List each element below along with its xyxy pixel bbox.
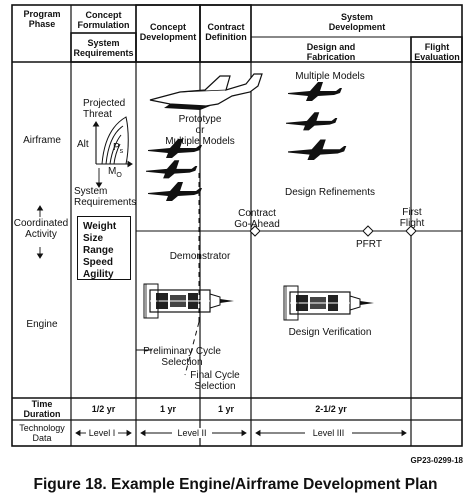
pfrt-milestone: [362, 225, 374, 237]
verification-engine-icon: [283, 285, 375, 321]
req-size: Size: [83, 233, 104, 244]
duration-contract-definition: 1 yr: [217, 404, 234, 414]
contract-goahead-milestone: [249, 225, 261, 237]
req-weight: Weight: [83, 221, 117, 232]
level-1-label: Level I: [86, 428, 118, 438]
alt-axis-label: Alt: [77, 139, 89, 150]
airframe-model-icon: [146, 139, 202, 201]
design-verification-label: Design Verification: [288, 327, 372, 338]
req-agility: Agility: [83, 269, 114, 280]
figure-code: GP23-0299-18: [410, 456, 463, 465]
demonstrator-engine-icon: [143, 283, 235, 319]
duration-concept-formulation: 1/2 yr: [91, 404, 116, 414]
duration-system-development: 2-1/2 yr: [315, 404, 347, 414]
duration-concept-development: 1 yr: [159, 404, 176, 414]
first-flight-milestone: [405, 225, 417, 237]
req-speed: Speed: [83, 257, 114, 268]
airframe-row-label: Airframe: [23, 135, 61, 146]
demonstrator-label: Demonstrator: [169, 251, 231, 262]
req-range: Range: [83, 245, 114, 256]
requirements-list-box: Weight Size Range Speed Agility: [77, 216, 131, 280]
mo-axis-label: MO: [108, 166, 122, 180]
level-2-label: Level II: [172, 428, 212, 438]
pfrt-label: PFRT: [356, 239, 382, 250]
ps-label: Ps: [113, 142, 124, 156]
figure-caption: Figure 18. Example Engine/Airframe Devel…: [33, 476, 438, 493]
multiple-models-label: Multiple Models: [295, 71, 365, 82]
engine-row-label: Engine: [26, 319, 58, 330]
technology-level-arrows: [75, 429, 407, 437]
prototype-jet-icon: [149, 73, 263, 110]
projected-threat-plot: [92, 116, 133, 188]
level-3-label: Level III: [305, 428, 352, 438]
design-refinements-label: Design Refinements: [284, 187, 376, 198]
multiple-models-jet-icon: [286, 82, 347, 161]
